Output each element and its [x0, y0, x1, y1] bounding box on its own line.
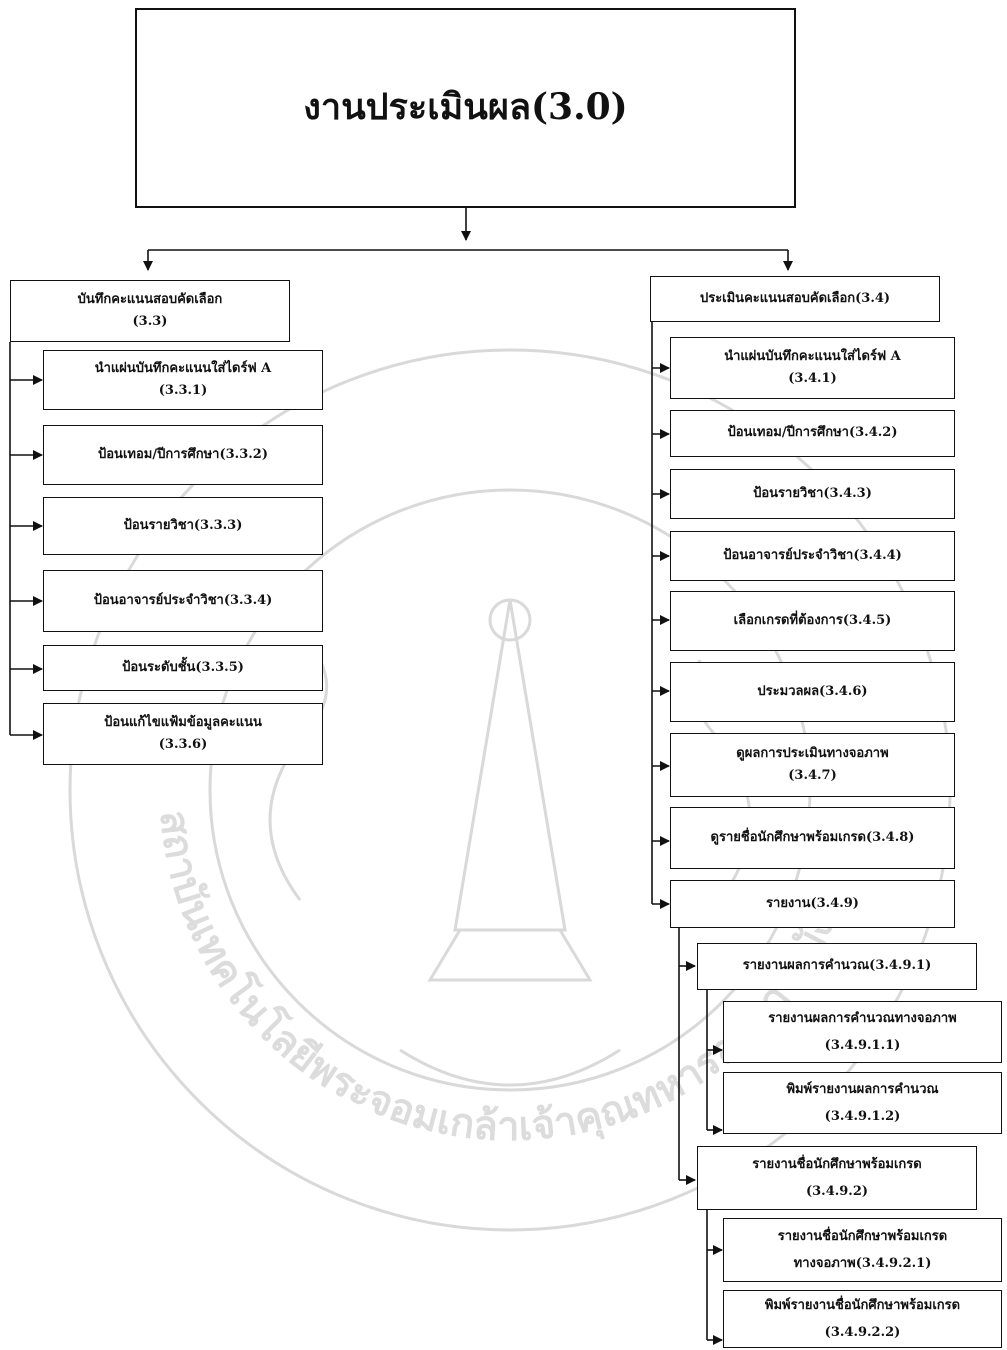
node-3-3-2: ป้อนเทอม/ปีการศึกษา(3.3.2)	[43, 425, 323, 485]
node-3-4-4: ป้อนอาจารย์ประจำวิชา(3.4.4)	[670, 531, 955, 581]
node-3-3-5: ป้อนระดับชั้น(3.3.5)	[43, 645, 323, 691]
node-3-4-8: ดูรายชื่อนักศึกษาพร้อมเกรด(3.4.8)	[670, 807, 955, 869]
node-3-4-9-2: รายงานชื่อนักศึกษาพร้อมเกรด (3.4.9.2)	[697, 1146, 977, 1210]
node-label: ดูผลการประเมินทางจอภาพ	[736, 745, 889, 761]
node-label: รายงานผลการคำนวณทางจอภาพ	[768, 1010, 957, 1026]
node-3-3-score-recording: บันทึกคะแนนสอบคัดเลือก (3.3)	[10, 280, 290, 342]
node-label: ป้อนรายวิชา(3.4.3)	[753, 485, 872, 501]
node-code: ทางจอภาพ(3.4.9.2.1)	[793, 1256, 932, 1271]
node-label: ป้อนอาจารย์ประจำวิชา(3.4.4)	[723, 547, 902, 563]
root-node-evaluation: งานประเมินผล(3.0)	[135, 8, 796, 208]
node-code: (3.4.7)	[788, 768, 837, 783]
node-code: (3.3)	[132, 314, 168, 329]
node-code: (3.4.9.2)	[805, 1184, 869, 1199]
node-label: นำแผ่นบันทึกคะแนนใส่ไดร์ฟ A	[94, 360, 272, 376]
node-label: ประมวลผล(3.4.6)	[757, 683, 868, 699]
node-3-4-9-1-2: พิมพ์รายงานผลการคำนวณ (3.4.9.1.2)	[723, 1072, 1002, 1134]
node-3-4-2: ป้อนเทอม/ปีการศึกษา(3.4.2)	[670, 410, 955, 457]
node-code: (3.3.1)	[158, 383, 208, 398]
node-label: ป้อนอาจารย์ประจำวิชา(3.3.4)	[93, 592, 273, 608]
root-node-title: งานประเมินผล(3.0)	[303, 86, 628, 129]
node-code: (3.4.9.1.2)	[824, 1109, 901, 1124]
node-label: รายงานผลการคำนวณ(3.4.9.1)	[742, 958, 932, 974]
node-code: (3.4.9.1.1)	[824, 1038, 901, 1053]
node-label: รายงาน(3.4.9)	[766, 895, 859, 911]
node-label: ป้อนแก้ไขแฟ้มข้อมูลคะแนน	[104, 714, 262, 730]
node-3-4-9-1-1: รายงานผลการคำนวณทางจอภาพ (3.4.9.1.1)	[723, 1001, 1002, 1063]
node-code: (3.3.6)	[158, 737, 208, 752]
node-label: พิมพ์รายงานผลการคำนวณ	[786, 1081, 939, 1097]
node-3-3-4: ป้อนอาจารย์ประจำวิชา(3.3.4)	[43, 570, 323, 632]
node-3-4-1: นำแผ่นบันทึกคะแนนใส่ไดร์ฟ A (3.4.1)	[670, 337, 955, 399]
node-label: ประเมินคะแนนสอบคัดเลือก(3.4)	[699, 290, 891, 306]
node-label: บันทึกคะแนนสอบคัดเลือก	[77, 291, 223, 307]
node-label: ป้อนรายวิชา(3.3.3)	[123, 517, 243, 533]
node-3-4-9-2-2: พิมพ์รายงานชื่อนักศึกษาพร้อมเกรด (3.4.9.…	[723, 1290, 1002, 1348]
node-3-4-9-report: รายงาน(3.4.9)	[670, 880, 955, 928]
node-label: พิมพ์รายงานชื่อนักศึกษาพร้อมเกรด	[764, 1297, 961, 1313]
node-3-3-6: ป้อนแก้ไขแฟ้มข้อมูลคะแนน (3.3.6)	[43, 703, 323, 765]
node-label: ดูรายชื่อนักศึกษาพร้อมเกรด(3.4.8)	[710, 829, 915, 845]
node-3-3-1: นำแผ่นบันทึกคะแนนใส่ไดร์ฟ A (3.3.1)	[43, 350, 323, 410]
node-3-4-9-2-1: รายงานชื่อนักศึกษาพร้อมเกรด ทางจอภาพ(3.4…	[723, 1218, 1002, 1282]
node-3-4-3: ป้อนรายวิชา(3.4.3)	[670, 469, 955, 519]
node-code: (3.4.9.2.2)	[824, 1325, 901, 1340]
node-label: รายงานชื่อนักศึกษาพร้อมเกรด	[752, 1156, 922, 1172]
node-label: ป้อนเทอม/ปีการศึกษา(3.3.2)	[98, 446, 268, 462]
node-3-3-3: ป้อนรายวิชา(3.3.3)	[43, 497, 323, 555]
node-label: รายงานชื่อนักศึกษาพร้อมเกรด	[777, 1228, 948, 1244]
node-label: เลือกเกรดที่ต้องการ(3.4.5)	[733, 612, 892, 628]
node-3-4-7: ดูผลการประเมินทางจอภาพ (3.4.7)	[670, 733, 955, 797]
node-3-4-9-1: รายงานผลการคำนวณ(3.4.9.1)	[697, 943, 977, 990]
node-3-4-score-evaluation: ประเมินคะแนนสอบคัดเลือก(3.4)	[650, 276, 940, 322]
node-code: (3.4.1)	[788, 371, 837, 386]
node-label: ป้อนระดับชั้น(3.3.5)	[122, 659, 244, 675]
node-3-4-5: เลือกเกรดที่ต้องการ(3.4.5)	[670, 591, 955, 651]
node-label: ป้อนเทอม/ปีการศึกษา(3.4.2)	[727, 425, 898, 441]
node-label: นำแผ่นบันทึกคะแนนใส่ไดร์ฟ A	[724, 348, 901, 364]
node-3-4-6: ประมวลผล(3.4.6)	[670, 662, 955, 722]
